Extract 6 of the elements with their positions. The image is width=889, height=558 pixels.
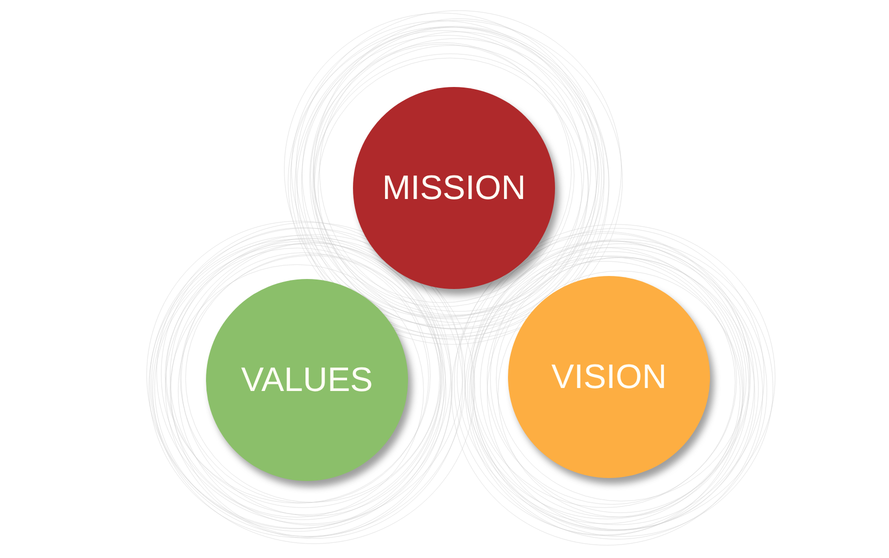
node-label: VALUES: [241, 363, 373, 397]
circle-node: [353, 87, 555, 289]
circle-node: [206, 279, 408, 481]
circle-node: [508, 276, 710, 478]
node-label: VISION: [551, 360, 667, 394]
node-label: MISSION: [382, 171, 526, 205]
